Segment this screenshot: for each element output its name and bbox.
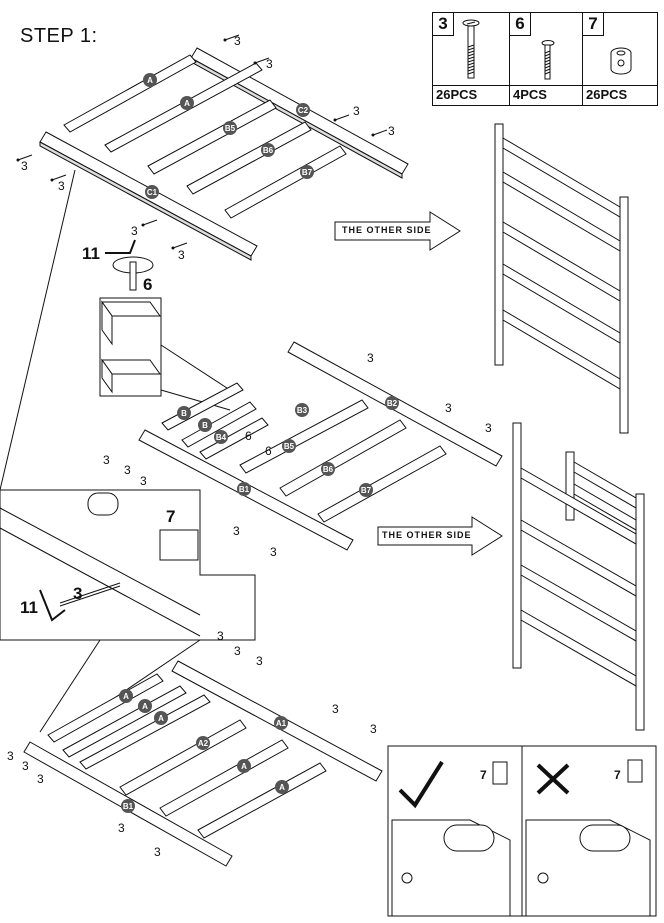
svg-text:3: 3 <box>154 845 161 859</box>
svg-text:A: A <box>142 702 148 711</box>
other-side-label-2: THE OTHER SIDE <box>382 530 472 540</box>
bolt-6-label: 6 <box>143 275 153 294</box>
parts-table: 3 26PCS 6 <box>432 12 658 106</box>
svg-text:B3: B3 <box>297 406 308 415</box>
part-cell-6: 6 4PCS <box>510 13 583 105</box>
svg-text:3: 3 <box>367 351 374 365</box>
svg-text:3: 3 <box>178 248 185 262</box>
svg-text:3: 3 <box>124 463 131 477</box>
other-side-label-1: THE OTHER SIDE <box>342 225 432 235</box>
check-bad-7: 7 <box>614 768 621 782</box>
part-cell-3: 3 26PCS <box>433 13 510 105</box>
svg-text:3: 3 <box>353 104 360 118</box>
part-label: A <box>147 76 153 85</box>
svg-text:6: 6 <box>265 444 272 458</box>
svg-text:C2: C2 <box>298 106 309 115</box>
svg-text:3: 3 <box>485 421 492 435</box>
part-cell-7: 7 26PCS <box>583 13 657 105</box>
svg-text:3: 3 <box>131 224 138 238</box>
incorrect-example <box>521 745 657 917</box>
svg-text:B: B <box>202 421 208 430</box>
svg-text:3: 3 <box>388 124 395 138</box>
svg-text:3: 3 <box>21 159 28 173</box>
detail-box-1 <box>99 297 231 411</box>
svg-text:B6: B6 <box>323 465 334 474</box>
top-labels: A A B5 B6 B7 C1 C2 <box>143 73 314 199</box>
part-qty: 26PCS <box>436 87 478 102</box>
tool-11-label-2: 11 <box>20 598 38 617</box>
svg-text:3: 3 <box>217 629 224 643</box>
svg-text:A: A <box>158 714 164 723</box>
tool-11-label: 11 <box>82 244 100 263</box>
part-qty: 4PCS <box>513 87 547 102</box>
long-bolt-icon <box>462 19 480 79</box>
svg-text:B5: B5 <box>284 442 295 451</box>
svg-text:A: A <box>279 783 285 792</box>
headboard-middle <box>512 422 645 731</box>
svg-text:3: 3 <box>256 654 263 668</box>
part-7-label: 7 <box>166 507 176 526</box>
part-qty: 26PCS <box>586 87 628 102</box>
svg-text:3: 3 <box>370 722 377 736</box>
svg-text:A: A <box>241 762 247 771</box>
svg-text:3: 3 <box>270 545 277 559</box>
headboard-top <box>494 123 629 434</box>
part-number: 6 <box>510 13 531 36</box>
svg-text:A1: A1 <box>276 719 287 728</box>
svg-text:3: 3 <box>332 702 339 716</box>
svg-text:B1: B1 <box>123 802 134 811</box>
other-side-arrow-1 <box>334 211 461 251</box>
check-ok-7: 7 <box>480 768 487 782</box>
svg-text:3: 3 <box>37 772 44 786</box>
correct-example <box>387 745 523 917</box>
barrel-nut-icon <box>610 47 632 75</box>
svg-text:3: 3 <box>266 57 273 71</box>
svg-text:B4: B4 <box>216 433 227 442</box>
bottom-frame <box>23 660 383 867</box>
rotation-arrow <box>112 256 154 291</box>
svg-text:B7: B7 <box>302 168 313 177</box>
hex-key-icon <box>105 239 136 254</box>
svg-text:3: 3 <box>7 749 14 763</box>
part-number: 7 <box>583 13 604 36</box>
svg-text:3: 3 <box>22 759 29 773</box>
svg-text:B5: B5 <box>225 124 236 133</box>
svg-text:3: 3 <box>445 401 452 415</box>
svg-text:3: 3 <box>234 34 241 48</box>
svg-text:A: A <box>123 692 129 701</box>
svg-text:3: 3 <box>233 524 240 538</box>
svg-text:A: A <box>184 99 190 108</box>
svg-text:3: 3 <box>103 453 110 467</box>
svg-text:3: 3 <box>140 474 147 488</box>
svg-text:3: 3 <box>234 644 241 658</box>
other-side-arrow-2 <box>377 516 503 556</box>
svg-text:B6: B6 <box>263 146 274 155</box>
svg-text:6: 6 <box>245 429 252 443</box>
part-number: 3 <box>433 13 454 36</box>
detail-box-2 <box>0 169 256 736</box>
svg-text:B: B <box>181 409 187 418</box>
svg-text:C1: C1 <box>147 188 158 197</box>
svg-text:B7: B7 <box>361 486 372 495</box>
svg-text:3: 3 <box>118 821 125 835</box>
step-title: STEP 1: <box>20 25 98 47</box>
hex-key-icon-2 <box>39 589 66 622</box>
short-bolt-icon <box>541 40 555 80</box>
bolt-3-label: 3 <box>73 584 83 603</box>
svg-text:A2: A2 <box>198 739 209 748</box>
svg-text:3: 3 <box>58 179 65 193</box>
svg-text:B2: B2 <box>387 399 398 408</box>
svg-text:B1: B1 <box>239 485 250 494</box>
